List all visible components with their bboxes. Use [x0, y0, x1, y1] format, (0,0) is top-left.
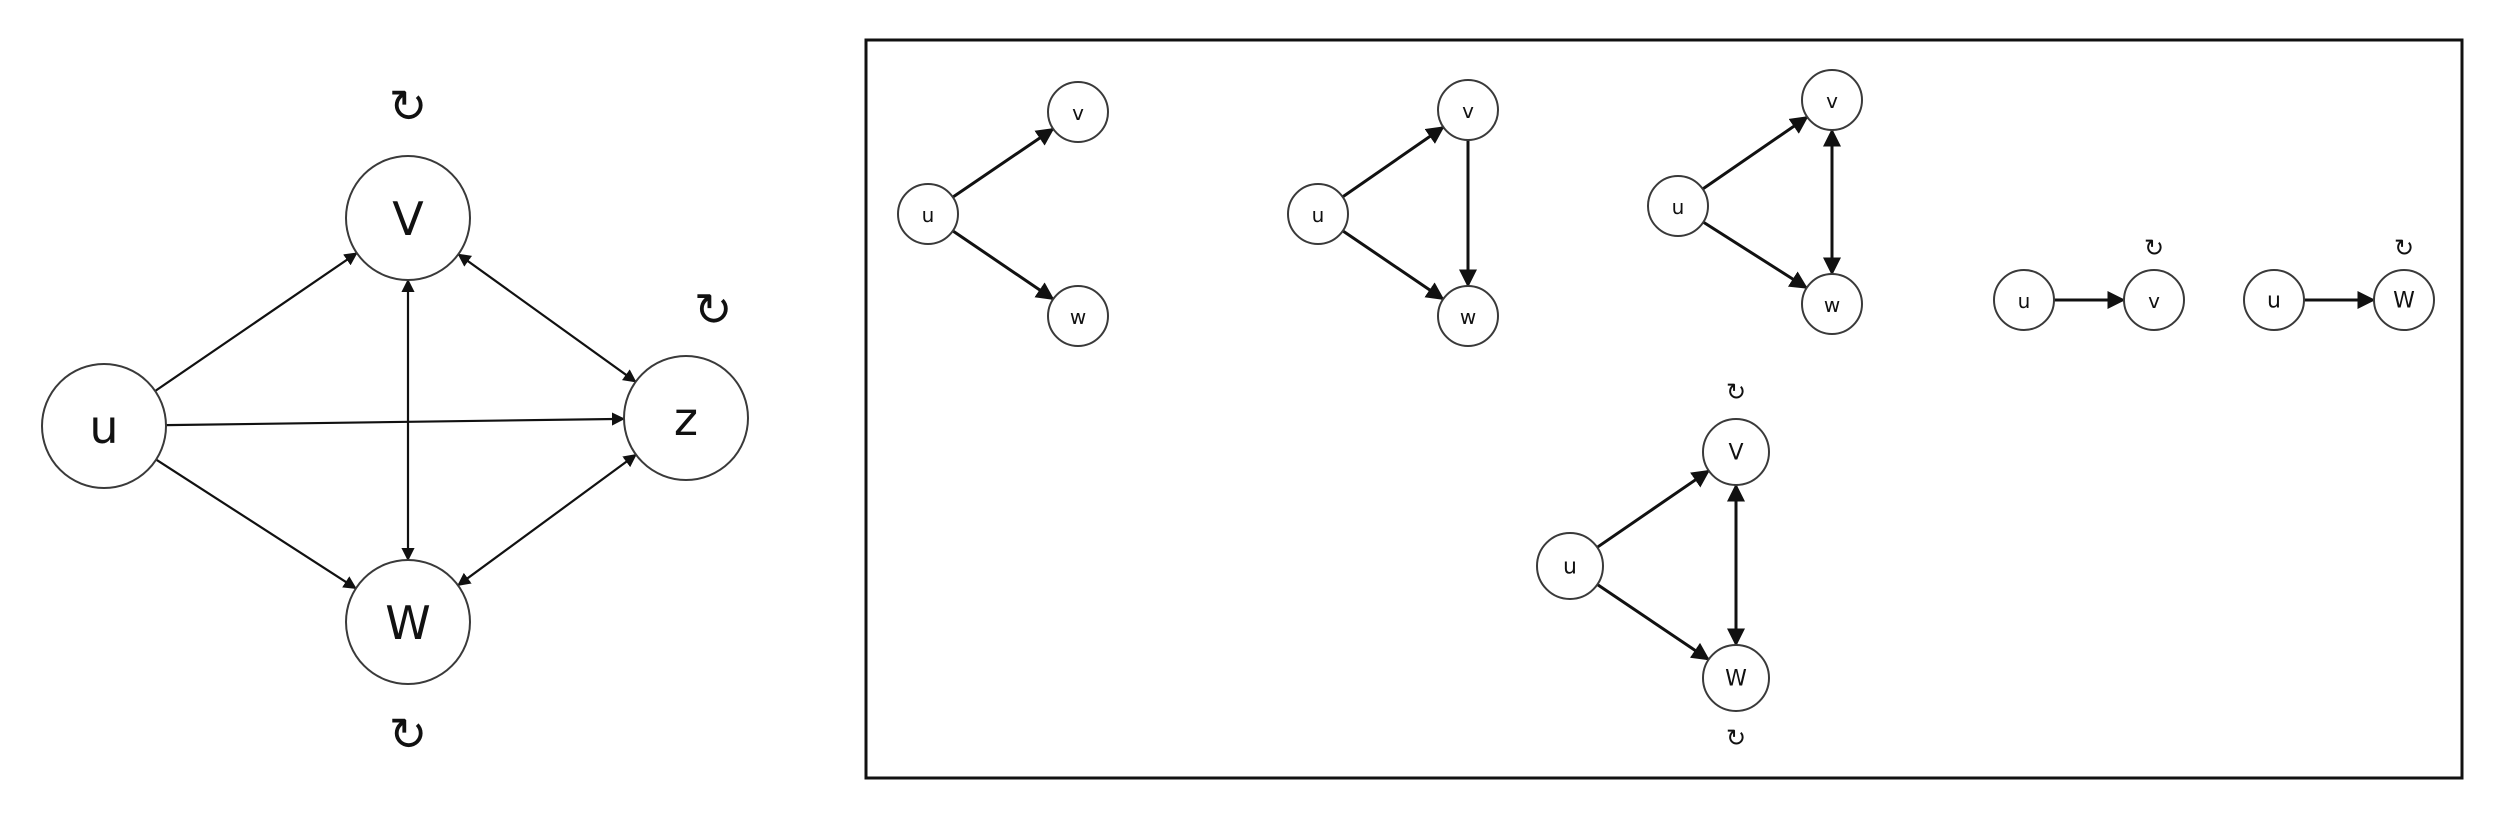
main-self-loop-w-icon: ↻	[389, 707, 428, 761]
subgraph-6-node-u: u	[1536, 532, 1604, 600]
subgraph-2-node-u: u	[1287, 183, 1349, 245]
subgraph-6-self-loop-w-icon: ↻	[1726, 724, 1746, 752]
subgraph-5-node-w-label: W	[2393, 289, 2415, 314]
subgraph-1: u v w	[897, 81, 1109, 347]
subgraph-6-node-v-circle	[1702, 418, 1770, 486]
subgraph-1-node-v-circle	[1047, 81, 1109, 143]
subgraph-5-node-u: u	[2243, 269, 2305, 331]
subgraph-5-node-w: W	[2373, 269, 2435, 331]
subgraph-3-edge-u-v	[1701, 115, 1809, 191]
subgraph-3-node-u-label: u	[1672, 195, 1685, 219]
subgraph-3-node-v-circle	[1801, 69, 1863, 131]
subgraph-6-node-w: W	[1702, 644, 1770, 712]
main-node-w-label: W	[385, 596, 430, 650]
subgraph-1-node-u: u	[897, 183, 959, 245]
subgraph-2-node-v: v	[1437, 79, 1499, 141]
main-node-u-label: u	[89, 400, 118, 454]
subgraph-3-node-w-label: w	[1824, 293, 1840, 317]
subgraph-1-edge-u-w	[951, 229, 1055, 301]
subgraph-2-edge-u-w	[1341, 229, 1445, 301]
subgraph-4-self-loop-v-icon: ↻	[2144, 234, 2164, 262]
main-node-v: V	[345, 155, 471, 281]
subgraph-4-node-v: v	[2123, 269, 2185, 331]
main-node-u-circle	[41, 363, 167, 489]
subgraph-2-node-w: w	[1437, 285, 1499, 347]
main-graph: u V Wz ↻ ↻ ↻	[41, 79, 749, 761]
subgraph-2-node-u-circle	[1287, 183, 1349, 245]
subgraph-1-node-w: w	[1047, 285, 1109, 347]
subgraph-6-node-w-circle	[1702, 644, 1770, 712]
main-edge-u-v	[154, 252, 358, 392]
subgraph-5-node-w-circle	[2373, 269, 2435, 331]
main-self-loop-z-icon: ↻	[694, 282, 733, 336]
subgraph-3: u v w	[1647, 69, 1863, 335]
main-node-z-circle	[623, 355, 749, 481]
main-node-z-label: z	[674, 392, 698, 446]
subgraph-3-edge-u-w	[1702, 220, 1808, 290]
subgraph-5-node-u-label: u	[2267, 289, 2281, 314]
subgraph-1-node-v-label: v	[1072, 101, 1084, 125]
subgraph-6: u V W ↻ ↻	[1536, 378, 1770, 752]
subgraph-3-node-u: u	[1647, 175, 1709, 237]
main-edge-v-z-bidirectional	[457, 253, 637, 383]
subgraph-6-self-loop-v-icon: ↻	[1726, 378, 1746, 406]
main-node-w: W	[345, 559, 471, 685]
subgraph-4: u v ↻	[1993, 234, 2185, 331]
subgraph-1-node-u-circle	[897, 183, 959, 245]
subgraph-6-edge-u-w	[1596, 583, 1710, 661]
subgraph-4-node-v-circle	[2123, 269, 2185, 331]
main-edge-u-w	[155, 458, 357, 590]
subgraph-2-node-v-circle	[1437, 79, 1499, 141]
subgraph-6-edge-u-v	[1596, 469, 1711, 549]
subgraph-1-node-w-label: w	[1070, 305, 1086, 329]
subgraph-3-node-w: w	[1801, 273, 1863, 335]
subgraph-1-node-v: v	[1047, 81, 1109, 143]
subgraph-2-node-w-circle	[1437, 285, 1499, 347]
main-edge-w-z-bidirectional	[457, 453, 637, 587]
subgraph-5-node-u-circle	[2243, 269, 2305, 331]
subgraph-4-node-u-label: u	[2018, 289, 2031, 313]
subgraph-5: u W ↻	[2243, 234, 2435, 331]
subgraph-4-node-u-circle	[1993, 269, 2055, 331]
subgraph-3-node-u-circle	[1647, 175, 1709, 237]
subgraph-2-edge-u-v	[1341, 125, 1445, 199]
subgraph-6-node-w-label: W	[1725, 667, 1747, 692]
main-node-z: z	[623, 355, 749, 481]
subgraph-6-node-v-label: V	[1728, 441, 1743, 466]
main-self-loop-v-icon: ↻	[389, 79, 428, 133]
subgraph-4-node-u: u	[1993, 269, 2055, 331]
subgraph-5-self-loop-w-icon: ↻	[2394, 234, 2414, 262]
subgraph-3-node-v-label: v	[1826, 89, 1838, 113]
subgraph-4-node-v-label: v	[2148, 289, 2160, 313]
subgraph-1-edge-u-v	[951, 127, 1055, 199]
subgraph-3-node-w-circle	[1801, 273, 1863, 335]
main-edge-u-z	[165, 412, 626, 427]
subgraph-2-node-v-label: v	[1462, 99, 1474, 123]
main-node-v-label: V	[392, 192, 424, 246]
subgraph-1-node-w-circle	[1047, 285, 1109, 347]
subgraph-2-node-u-label: u	[1312, 203, 1325, 227]
subgraph-6-node-u-circle	[1536, 532, 1604, 600]
main-node-w-circle	[345, 559, 471, 685]
subgraph-6-node-v: V	[1702, 418, 1770, 486]
main-node-v-circle	[345, 155, 471, 281]
subgraph-1-node-u-label: u	[922, 203, 935, 227]
subgraph-2: u v w	[1287, 79, 1499, 347]
main-node-u: u	[41, 363, 167, 489]
subgraph-6-node-u-label: u	[1563, 555, 1577, 580]
subgraph-frame	[864, 38, 2464, 780]
subgraph-3-node-v: v	[1801, 69, 1863, 131]
subgraph-2-node-w-label: w	[1460, 305, 1476, 329]
